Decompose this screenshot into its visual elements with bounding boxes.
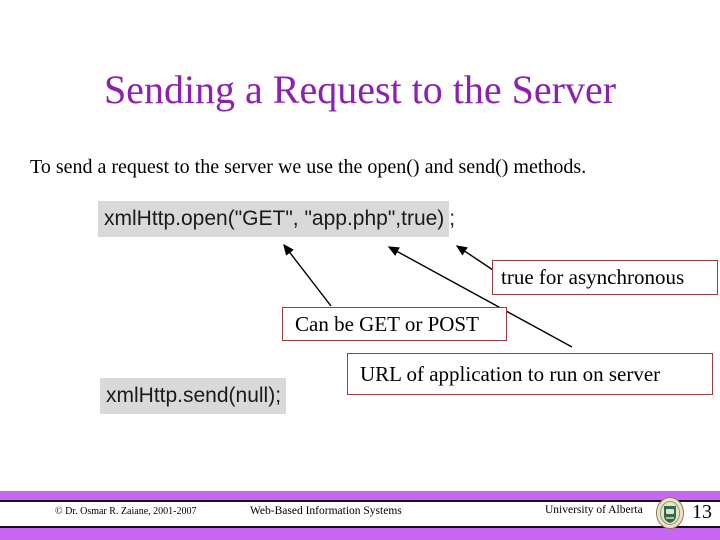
university-crest-icon [656, 497, 684, 529]
callout-url-of-application-label: URL of application to run on server [360, 361, 661, 386]
page-title: Sending a Request to the Server [103, 67, 617, 112]
callout-url-of-application: URL of application to run on server [347, 353, 713, 395]
code-send-statement: xmlHttp.send(null); [100, 378, 287, 414]
footer-copyright: © Dr. Osmar R. Zaiane, 2001-2007 [55, 506, 197, 517]
callout-get-or-post-label: Can be GET or POST [295, 311, 479, 336]
page-number: 13 [692, 501, 712, 523]
arrow-to-get-icon [283, 243, 332, 307]
code-open-highlight: xmlHttp.open("GET", "app.php",true) [98, 201, 450, 237]
callout-true-asynchronous-label: true for asynchronous [501, 265, 685, 289]
footer-course-title: Web-Based Information Systems [250, 505, 402, 517]
code-send-highlight: xmlHttp.send(null); [100, 378, 287, 414]
footer-institution: University of Alberta [545, 504, 643, 516]
body-text: To send a request to the server we use t… [30, 156, 587, 178]
footer-bottom-bar [0, 526, 720, 540]
arrow-to-true-icon [455, 245, 497, 273]
callout-true-asynchronous: true for asynchronous [492, 260, 718, 295]
footer-top-bar [0, 491, 720, 502]
code-open-semicolon: ; [449, 207, 456, 230]
callout-get-or-post: Can be GET or POST [282, 307, 507, 341]
code-open-statement: xmlHttp.open("GET", "app.php",true); [98, 201, 456, 237]
